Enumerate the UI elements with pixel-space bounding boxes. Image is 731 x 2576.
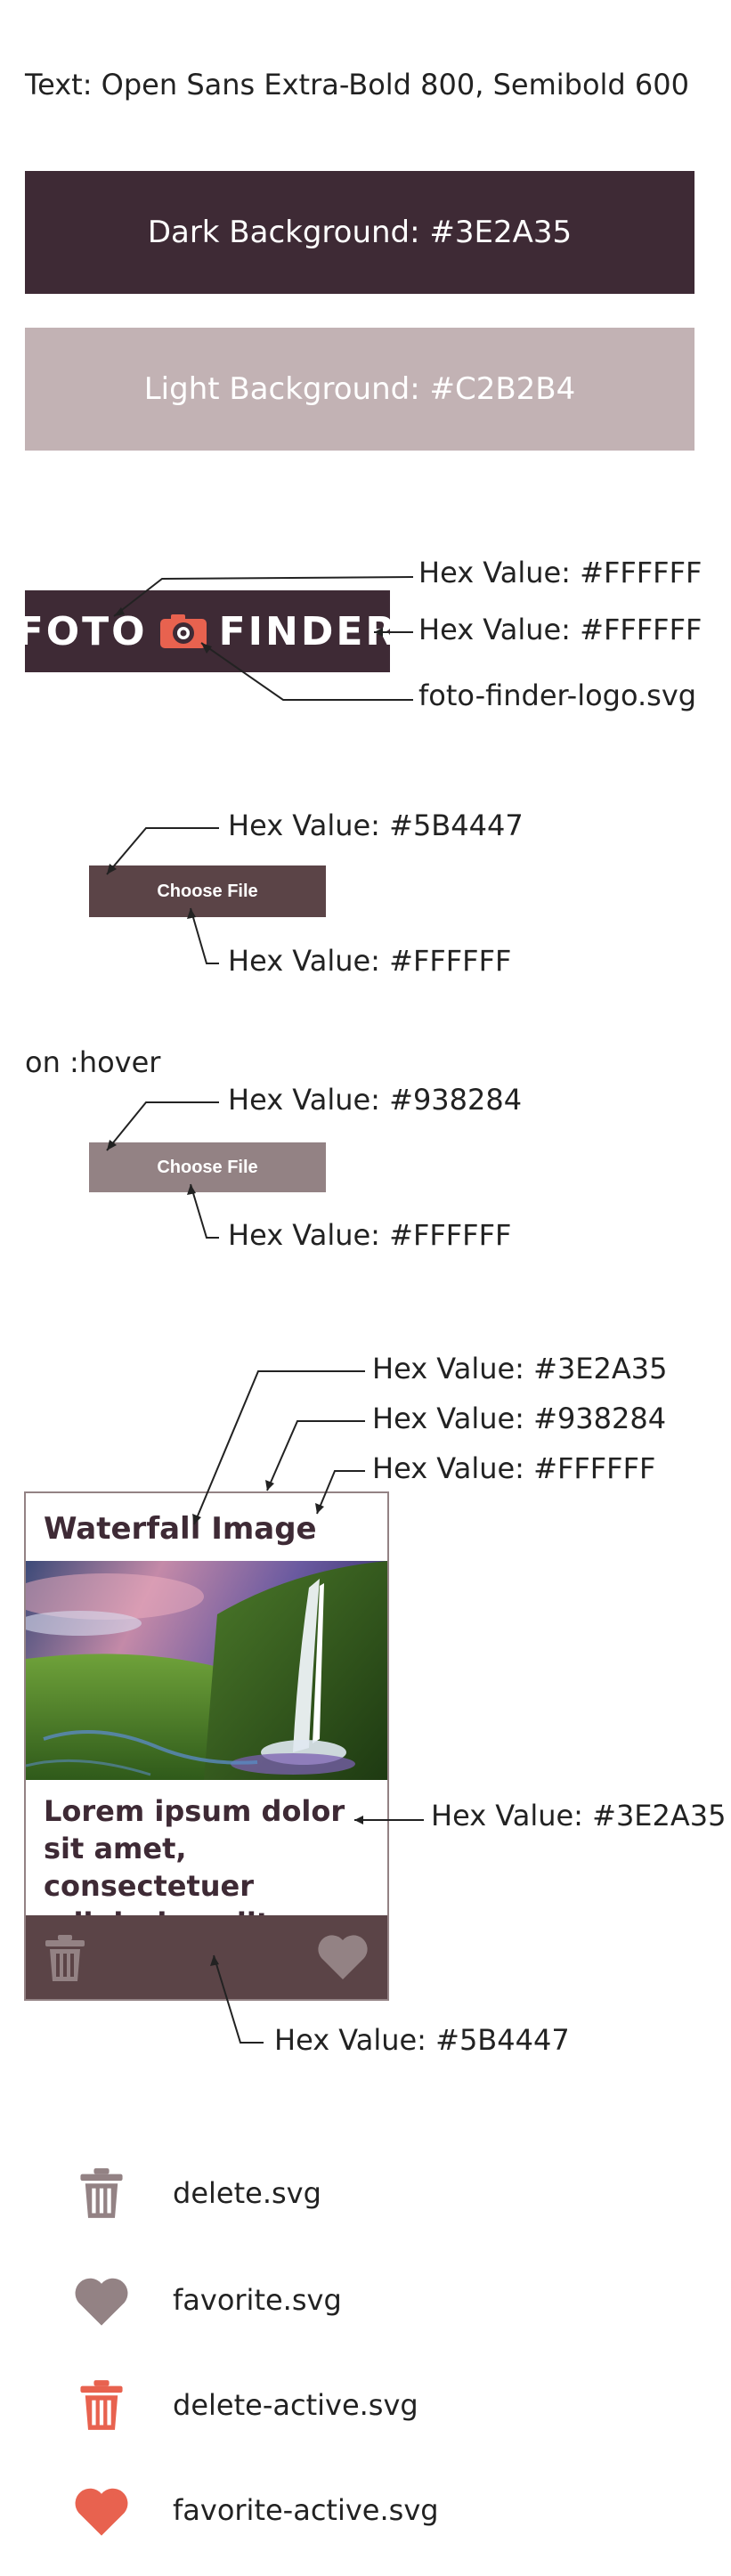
logo-note-2: Hex Value: #FFFFFF: [418, 613, 703, 646]
button-text-note: Hex Value: #FFFFFF: [228, 944, 512, 978]
trash-icon: [77, 2166, 126, 2220]
icon-legend-label: favorite-active.svg: [173, 2493, 439, 2527]
icon-legend-label: favorite.svg: [173, 2283, 342, 2317]
card-title-color-note: Hex Value: #3E2A35: [372, 1352, 668, 1386]
light-background-label: Light Background: #C2B2B4: [143, 371, 576, 407]
foto-finder-logo: FOTO FINDER: [17, 590, 395, 672]
dark-background-label: Dark Background: #3E2A35: [147, 215, 573, 250]
card-bg-color-note: Hex Value: #FFFFFF: [372, 1451, 656, 1485]
card-border-color-note: Hex Value: #938284: [372, 1402, 667, 1435]
logo-note-1: Hex Value: #FFFFFF: [418, 556, 703, 589]
logo-word-finder: FINDER: [218, 608, 399, 654]
heart-icon: [73, 2486, 130, 2538]
button-bg-note: Hex Value: #5B4447: [228, 809, 524, 842]
icon-legend-label: delete-active.svg: [173, 2388, 418, 2422]
hover-heading: on :hover: [25, 1045, 161, 1079]
camera-icon: [158, 613, 208, 650]
choose-file-button[interactable]: Choose File: [89, 865, 326, 917]
font-spec-text: Text: Open Sans Extra-Bold 800, Semibold…: [25, 68, 689, 102]
icon-legend-label: delete.svg: [173, 2176, 321, 2210]
trash-icon[interactable]: [44, 1933, 86, 1983]
image-card: Waterfall Image: [24, 1491, 389, 2001]
logo-note-3: foto-finder-logo.svg: [418, 679, 697, 712]
dark-background-swatch: Dark Background: #3E2A35: [25, 171, 694, 294]
icon-legend: delete.svg favorite.svg delete-active.sv…: [0, 2155, 731, 2536]
card-title: Waterfall Image: [44, 1511, 317, 1547]
card-text-color-note: Hex Value: #3E2A35: [431, 1799, 727, 1832]
light-background-swatch: Light Background: #C2B2B4: [25, 328, 694, 451]
card-footer: [26, 1915, 387, 1999]
hover-text-note: Hex Value: #FFFFFF: [228, 1218, 512, 1252]
heart-icon[interactable]: [316, 1933, 370, 1981]
choose-file-button-hover[interactable]: Choose File: [89, 1142, 326, 1192]
logo-word-foto: FOTO: [16, 608, 148, 654]
waterfall-image: [26, 1561, 387, 1780]
heart-icon: [73, 2276, 130, 2328]
trash-icon: [77, 2378, 126, 2432]
card-footer-color-note: Hex Value: #5B4447: [274, 2023, 570, 2057]
hover-bg-note: Hex Value: #938284: [228, 1083, 523, 1117]
